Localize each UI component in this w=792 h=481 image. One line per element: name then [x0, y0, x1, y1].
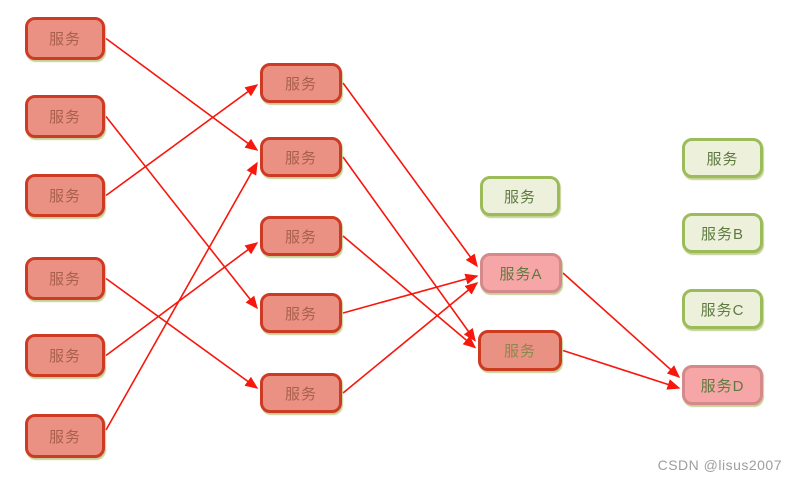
edge-m5-a	[342, 282, 479, 394]
edge-a-t4	[562, 272, 681, 379]
edge-m2-r	[342, 156, 476, 342]
edge-r-t4	[562, 349, 681, 390]
edge-m1-a	[342, 82, 478, 268]
node-t2: 服务B	[682, 213, 763, 253]
edge-s2-m4	[105, 116, 258, 310]
node-m3: 服务	[260, 216, 342, 256]
node-m4: 服务	[260, 293, 342, 333]
node-s4: 服务	[25, 257, 105, 300]
node-t4: 服务D	[682, 365, 763, 405]
node-t1: 服务	[682, 138, 763, 178]
node-m2: 服务	[260, 137, 342, 177]
edge-s4-m5	[105, 277, 259, 389]
node-r: 服务	[478, 330, 562, 371]
node-g1: 服务	[480, 176, 560, 216]
node-s5: 服务	[25, 334, 105, 377]
node-s2: 服务	[25, 95, 105, 138]
node-a: 服务A	[480, 253, 562, 293]
node-s3: 服务	[25, 174, 105, 217]
node-t3: 服务C	[682, 289, 763, 329]
edge-s3-m1	[105, 84, 259, 197]
node-m1: 服务	[260, 63, 342, 103]
edge-s5-m3	[105, 242, 259, 357]
edge-s1-m2	[105, 37, 259, 151]
edge-s6-m2	[105, 161, 258, 431]
node-s6: 服务	[25, 414, 105, 458]
edge-m3-r	[342, 235, 477, 349]
edge-m4-a	[342, 273, 479, 314]
watermark: CSDN @lisus2007	[657, 457, 782, 473]
node-m5: 服务	[260, 373, 342, 413]
node-s1: 服务	[25, 17, 105, 60]
